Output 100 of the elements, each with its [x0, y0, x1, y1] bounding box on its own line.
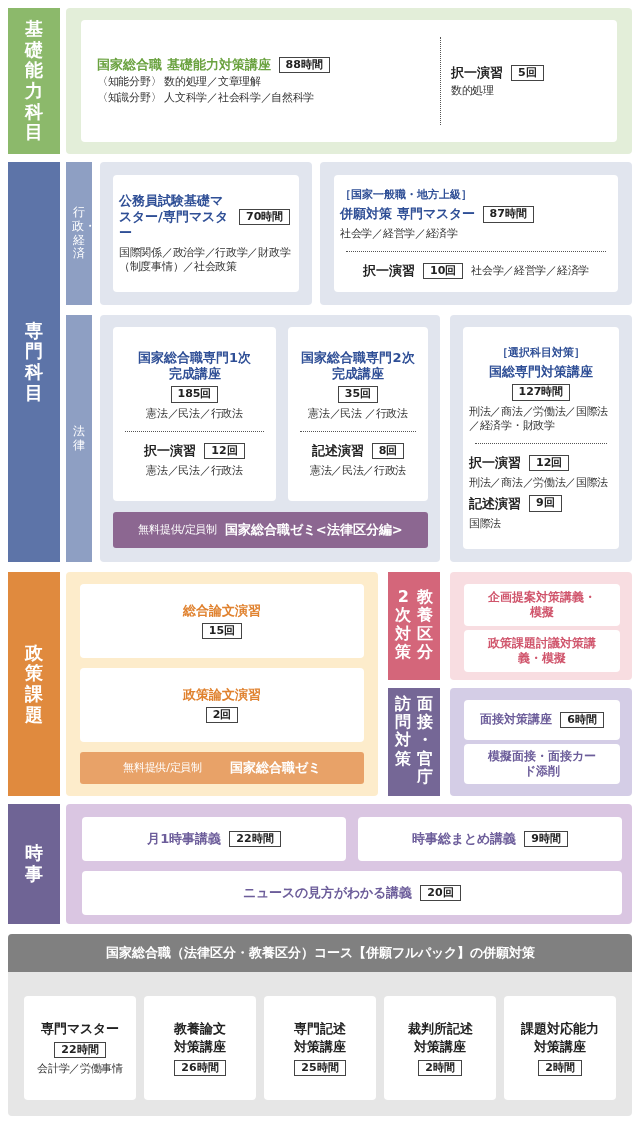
- course-card: [384, 996, 496, 1100]
- section-panel: [66, 572, 378, 796]
- course-card: [464, 584, 620, 626]
- subject-list: 憲法／民法／行政法: [146, 463, 243, 479]
- subcategory-band: 法律: [66, 315, 92, 562]
- section-panel: [100, 162, 312, 305]
- course-card: [334, 175, 618, 292]
- section-panel: [8, 934, 632, 1116]
- course-card: [82, 871, 622, 915]
- course-title: 国家総合職専門2次完成講座: [300, 349, 416, 383]
- course-card: [113, 175, 299, 292]
- section-panel: [320, 162, 632, 305]
- course-card: [80, 584, 364, 658]
- count-badge: 8回: [371, 442, 405, 460]
- course-title: 月1時事講義: [147, 830, 222, 848]
- seminar-bar: [80, 752, 364, 784]
- subject-list: 刑法／商法／労働法／国際法／経済学・財政学: [469, 404, 613, 434]
- subject-list: 社会学／経営学／経済学: [340, 226, 458, 241]
- course-title: 専門マスター: [41, 1019, 119, 1038]
- count-badge: 12回: [529, 455, 570, 472]
- section-panel: [66, 804, 632, 924]
- seminar-bar: [113, 512, 428, 548]
- course-title: 政策論文演習: [183, 686, 261, 703]
- course-card: [464, 700, 620, 740]
- course-title: 国家総合職専門1次完成講座: [136, 349, 252, 383]
- course-title: 総合論文演習: [183, 602, 261, 619]
- count-badge: 12回: [204, 442, 245, 460]
- category-band: 専門科目: [8, 162, 60, 562]
- course-title: 企画提案対策講義・模擬: [487, 590, 597, 620]
- count-badge: 15回: [201, 622, 243, 640]
- count-badge: 20回: [420, 884, 461, 902]
- subject-list: 数的処理: [451, 83, 494, 99]
- course-title: 択一演習: [144, 441, 197, 460]
- course-card: [80, 668, 364, 742]
- course-title: 政策課題討議対策講義・模擬: [487, 636, 597, 666]
- course-title: ニュースの見方がわかる講義: [243, 884, 413, 902]
- subcategory-band: 行政・経済: [66, 162, 92, 305]
- count-badge: 9回: [529, 495, 562, 512]
- subject-list: 刑法／商法／労働法／国際法: [469, 476, 609, 491]
- course-title: 国家総合職ゼミ<法律区分編>: [224, 521, 403, 539]
- course-title: 記述演習: [469, 494, 521, 513]
- subject-list: 会計学／労働事情: [37, 1062, 123, 1077]
- count-badge: 87時間: [482, 206, 534, 223]
- count-badge: 26時間: [174, 1059, 226, 1077]
- count-badge: 2回: [205, 706, 239, 724]
- section-panel: [450, 688, 632, 796]
- course-title: 課題対応能力対策講座: [520, 1019, 600, 1056]
- course-title: 国総専門対策講座: [489, 364, 593, 381]
- course-card: [264, 996, 376, 1100]
- course-card: [358, 817, 622, 861]
- count-badge: 88時間: [278, 56, 330, 73]
- count-badge: 10回: [423, 262, 464, 279]
- count-badge: 9時間: [524, 830, 568, 848]
- count-badge: 35回: [337, 386, 379, 403]
- subject-list: 〈知能分野〉 数的処理／文章理解: [97, 74, 261, 90]
- course-title: 面接対策講座: [480, 712, 553, 728]
- bracket-label: ［国家一般職・地方上級］: [340, 187, 472, 203]
- count-badge: 22時間: [229, 830, 281, 848]
- category-band: 基礎能力科目: [8, 8, 60, 154]
- count-badge: 185回: [170, 386, 219, 403]
- course-title: 国家総合職 基礎能力対策講座: [97, 56, 271, 73]
- category-band: 政策課題: [8, 572, 60, 796]
- section-panel: [100, 315, 440, 562]
- category-band: 時事: [8, 804, 60, 924]
- count-badge: 25時間: [294, 1059, 346, 1077]
- course-title: 記述演習: [311, 441, 364, 460]
- subject-list: 憲法／民法／行政法: [146, 406, 243, 421]
- course-card: [144, 996, 256, 1100]
- course-card: [464, 630, 620, 672]
- course-card: [288, 327, 428, 501]
- course-title: 専門記述対策講座: [293, 1019, 347, 1056]
- course-card: [463, 327, 619, 549]
- count-badge: 70時間: [239, 209, 291, 226]
- bracket-label: ［選択科目対策］: [497, 345, 585, 361]
- course-card: [113, 327, 276, 501]
- subject-list: 国際関係／政治学／行政学／財政学（制度事情）／社会政策: [119, 245, 293, 275]
- subject-list: 国際法: [469, 516, 502, 531]
- course-card: [504, 996, 616, 1100]
- section-panel: [450, 572, 632, 680]
- course-title: 教養論文対策講座: [173, 1019, 227, 1056]
- category-band: 教養区分2次対策: [388, 572, 440, 680]
- course-card: [464, 744, 620, 784]
- section-panel: [66, 8, 632, 154]
- section-header: 国家総合職（法律区分・教養区分）コース【併願フルパック】の併願対策: [8, 934, 632, 972]
- note-text: 無料提供/定員制: [123, 760, 202, 776]
- course-title: 択一演習: [469, 454, 521, 473]
- section-panel: [450, 315, 632, 562]
- course-title: 国家総合職ゼミ: [229, 759, 321, 777]
- course-card: [81, 20, 617, 142]
- course-card: [82, 817, 346, 861]
- count-badge: 5回: [511, 64, 544, 81]
- subject-list: 社会学／経営学／経済学: [471, 263, 589, 278]
- subject-list: 〈知識分野〉 人文科学／社会科学／自然科学: [97, 91, 315, 106]
- count-badge: 22時間: [54, 1041, 106, 1058]
- note-text: 無料提供/定員制: [138, 522, 217, 538]
- course-title: 時事総まとめ講義: [412, 830, 517, 848]
- subject-list: 憲法／民法 ／行政法: [308, 406, 408, 421]
- subject-list: 憲法／民法／行政法: [309, 463, 407, 479]
- course-card: [24, 996, 136, 1100]
- count-badge: 2時間: [418, 1059, 462, 1077]
